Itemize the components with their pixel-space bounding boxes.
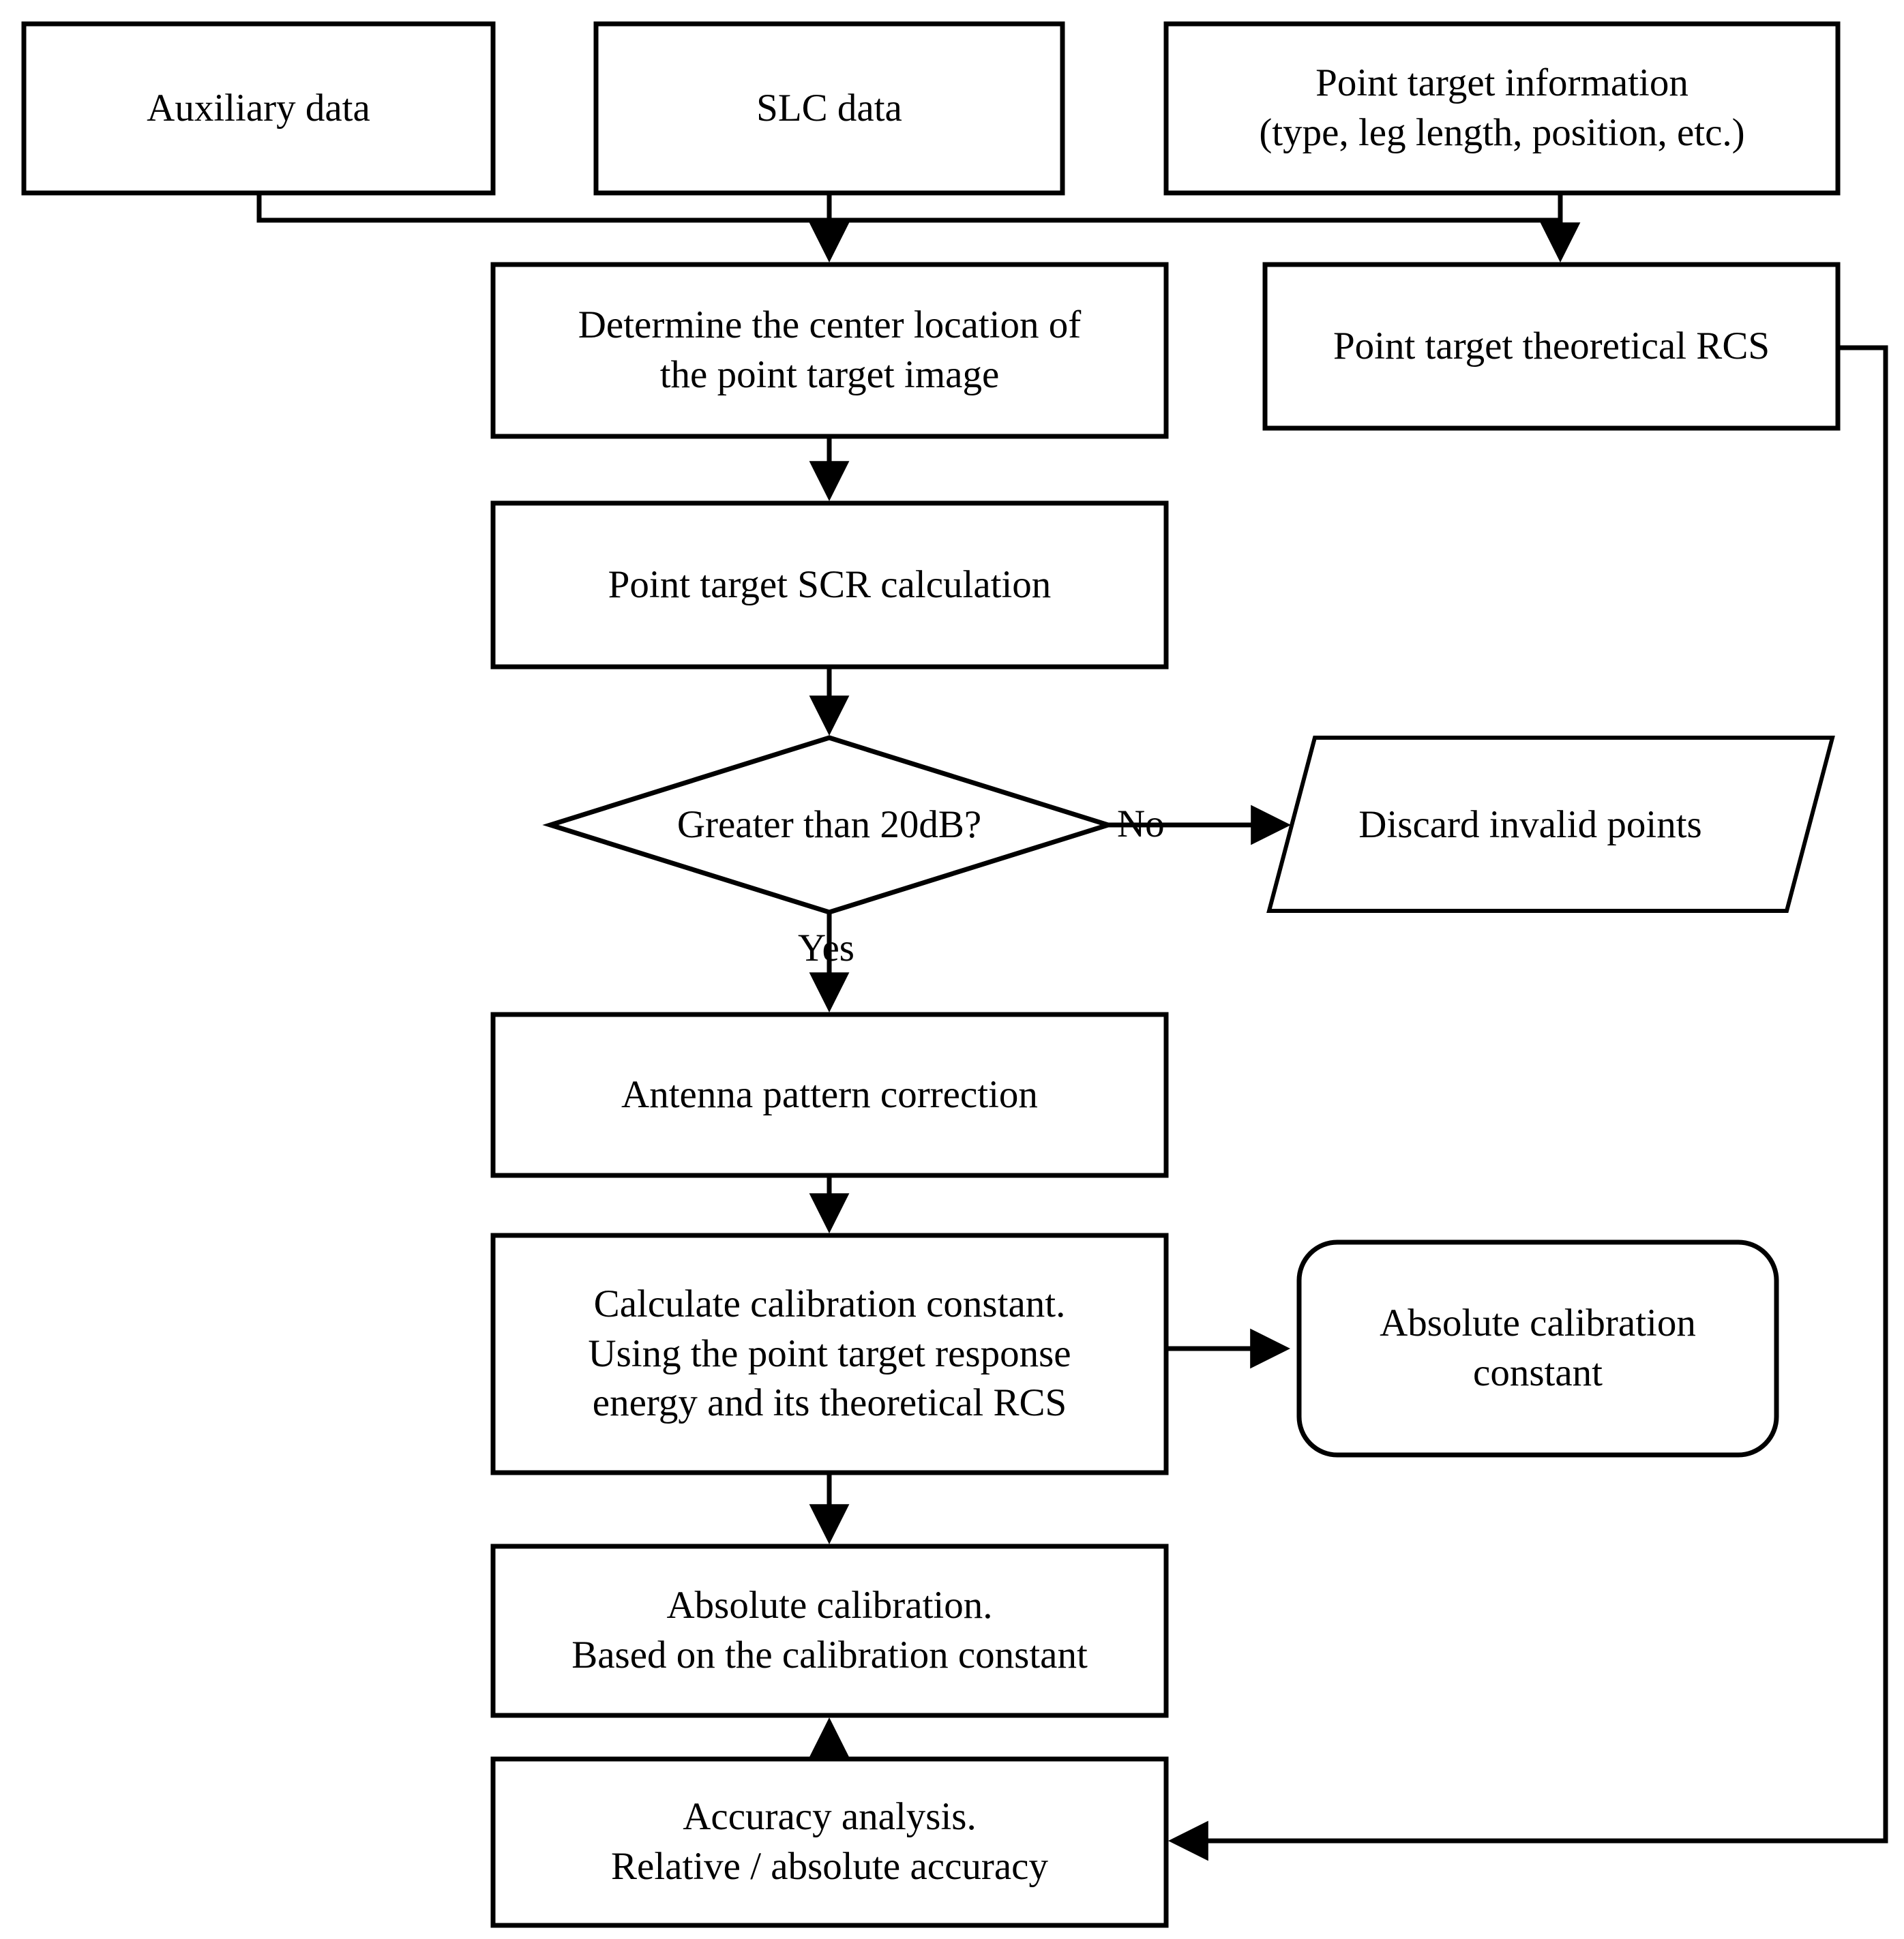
- node-antenna-pattern-label: Antenna pattern correction: [621, 1072, 1038, 1116]
- node-point-target-info: [1163, 21, 1841, 196]
- node-auxiliary-data-label: Auxiliary data: [147, 86, 370, 130]
- node-scr-calculation: [490, 500, 1169, 670]
- edge-auxiliary-to-bus: [256, 193, 829, 223]
- node-abs-calibration-label: Absolute calibration. Based on the calib…: [571, 1584, 1088, 1677]
- node-determine-center: [490, 262, 1169, 439]
- node-abs-calibration: [490, 1544, 1169, 1718]
- node-discard-invalid: [1266, 736, 1835, 913]
- node-determine-center-label: Determine the center location of the poi…: [578, 303, 1082, 396]
- node-slc-data-label: SLC data: [756, 86, 902, 130]
- node-slc-data: [593, 21, 1065, 196]
- edge-label-yes: Yes: [798, 927, 854, 970]
- node-decision-20db-label: Greater than 20dB?: [676, 802, 982, 846]
- node-scr-calculation-label: Point target SCR calculation: [608, 562, 1052, 606]
- node-theoretical-rcs: [1262, 262, 1841, 431]
- node-auxiliary-data: [21, 21, 496, 196]
- node-calc-const-label: Calculate calibration constant. Using th…: [588, 1282, 1071, 1425]
- node-accuracy-analysis-label: Accuracy analysis. Relative / absolute a…: [611, 1795, 1048, 1888]
- node-abs-cal-constant: [1296, 1239, 1779, 1458]
- node-discard-invalid-label: Discard invalid points: [1358, 802, 1702, 846]
- node-antenna-pattern: [490, 1012, 1169, 1178]
- node-accuracy-analysis: [490, 1756, 1169, 1928]
- node-abs-cal-constant-label: Absolute calibration constant: [1380, 1302, 1696, 1394]
- node-theoretical-rcs-label: Point target theoretical RCS: [1333, 324, 1770, 367]
- node-calc-const: [490, 1233, 1169, 1475]
- edge-theoretical-rcs-feedback: [1168, 345, 1888, 1861]
- edge-label-no: No: [1117, 802, 1165, 845]
- node-point-target-info-label: Point target information (type, leg leng…: [1259, 61, 1745, 154]
